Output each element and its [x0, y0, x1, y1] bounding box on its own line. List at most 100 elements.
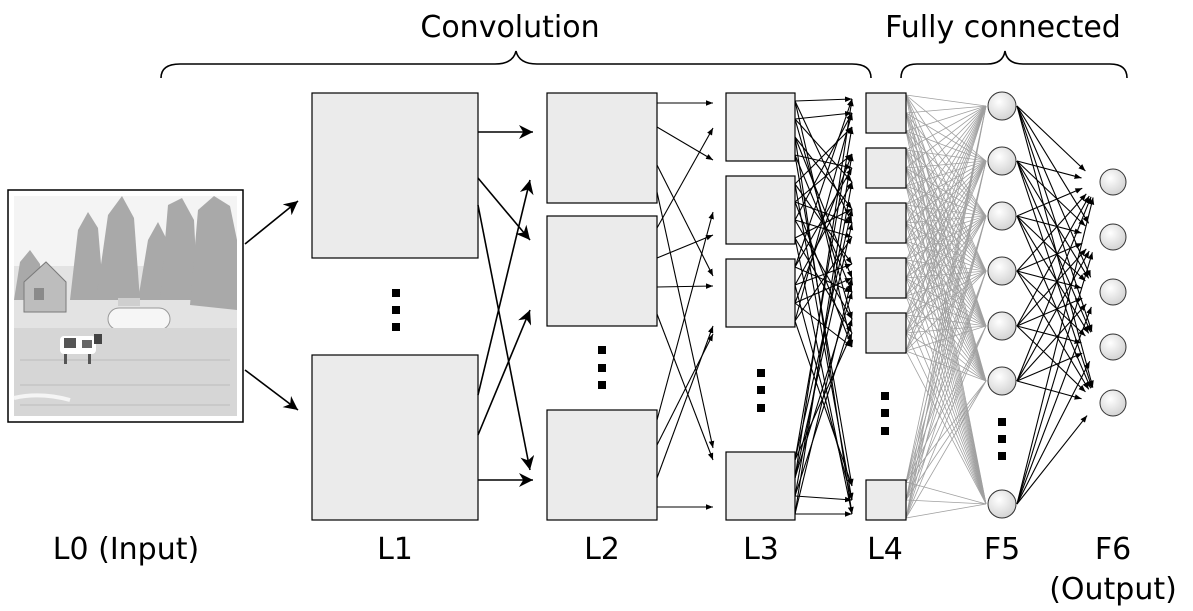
arrow [244, 369, 299, 411]
l1-feature-map-bottom [311, 354, 479, 521]
dense-line [905, 105, 987, 242]
arrow [656, 234, 714, 259]
dense-line [905, 215, 987, 483]
arrow [794, 277, 854, 515]
dense-line [905, 277, 987, 505]
arrow [794, 118, 853, 183]
arrow [794, 153, 853, 304]
arrow [477, 204, 535, 471]
dense-line [905, 332, 987, 505]
dense-line [905, 160, 987, 519]
dense-line [905, 160, 987, 483]
l4-ellipsis-dot [881, 409, 889, 417]
arrow [1016, 270, 1086, 337]
arrow [794, 284, 853, 501]
arrow [794, 136, 853, 279]
arrow [794, 110, 853, 120]
barn [23, 261, 67, 313]
arrow [656, 325, 714, 479]
dense-line [905, 130, 987, 505]
arrow [794, 302, 853, 348]
l4-feature-map-6 [865, 479, 907, 521]
l4-ellipsis-dot [881, 427, 889, 435]
input-image [7, 189, 244, 423]
dense-line [905, 105, 987, 187]
l3-ellipsis-dot [757, 369, 765, 377]
dense-line [905, 105, 987, 316]
dense-line [905, 105, 987, 206]
dense-line [905, 94, 987, 107]
l3-feature-map-2 [725, 175, 796, 245]
road [13, 393, 71, 402]
arrow [794, 154, 854, 487]
dense-line [905, 270, 987, 483]
arrow [1016, 160, 1082, 179]
arrow [656, 313, 714, 461]
f6-neuron-2 [1099, 223, 1127, 251]
arrow [1016, 160, 1092, 333]
tank [107, 298, 171, 331]
arrow [794, 219, 853, 320]
arrow [794, 112, 853, 322]
dense-line [905, 160, 987, 334]
dense-line [905, 105, 987, 519]
dense-line [905, 112, 987, 505]
arrow [794, 126, 854, 461]
l1-ellipsis-dot [392, 323, 400, 331]
ellipsis-dots [392, 289, 1006, 460]
arrow [1016, 306, 1092, 505]
dense-line [905, 105, 987, 151]
label-f5: F5 [984, 532, 1020, 567]
f5-neuron-6 [987, 366, 1017, 396]
label-l4: L4 [867, 532, 903, 567]
l4-feature-map-5 [865, 312, 907, 354]
dense-line [905, 270, 987, 501]
f6-neuron-4 [1099, 333, 1127, 361]
cow [60, 334, 102, 364]
f5-neuron-7 [987, 489, 1017, 519]
dense-line [905, 215, 987, 316]
label-f6: F6 [1095, 532, 1131, 567]
f5-neuron-2 [987, 146, 1017, 176]
dense-line [905, 270, 987, 519]
dense-line [905, 105, 987, 114]
dense-line [905, 105, 987, 261]
arrow [794, 320, 853, 487]
arrow [794, 291, 853, 479]
label-l3: L3 [743, 532, 779, 567]
label-l0: L0 (Input) [53, 532, 199, 567]
f5-neuron-3 [987, 201, 1017, 231]
arrow [794, 112, 853, 221]
arrow [794, 96, 853, 103]
arrow [794, 153, 854, 515]
arrow [794, 136, 853, 210]
dense-line [905, 380, 987, 501]
arrow [656, 283, 714, 289]
l2-feature-map-3 [546, 409, 658, 521]
arrow [1016, 196, 1092, 382]
connection-arrows [244, 96, 1095, 517]
arrow [477, 309, 532, 436]
layer-shapes [725, 91, 1127, 521]
f6-neuron-3 [1099, 278, 1127, 306]
arrow [794, 201, 853, 224]
dense-line [905, 105, 987, 352]
l2-ellipsis-dot [598, 364, 606, 372]
arrow [1016, 325, 1086, 393]
arrow [794, 181, 854, 497]
dense-line [905, 185, 987, 505]
arrow [1016, 193, 1087, 272]
f5-ellipsis-dot [998, 418, 1006, 426]
dense-line [905, 222, 987, 505]
arrow [1016, 361, 1091, 505]
arrow [244, 200, 299, 245]
fully-connected-brace [900, 50, 1128, 79]
dense-line [905, 160, 987, 501]
arrow [1016, 352, 1083, 382]
arrow [477, 179, 534, 396]
l2-feature-map-2 [546, 215, 658, 327]
arrow [794, 181, 853, 286]
l1-ellipsis-dot [392, 306, 400, 314]
label-l1: L1 [377, 532, 413, 567]
dense-line [905, 105, 987, 483]
